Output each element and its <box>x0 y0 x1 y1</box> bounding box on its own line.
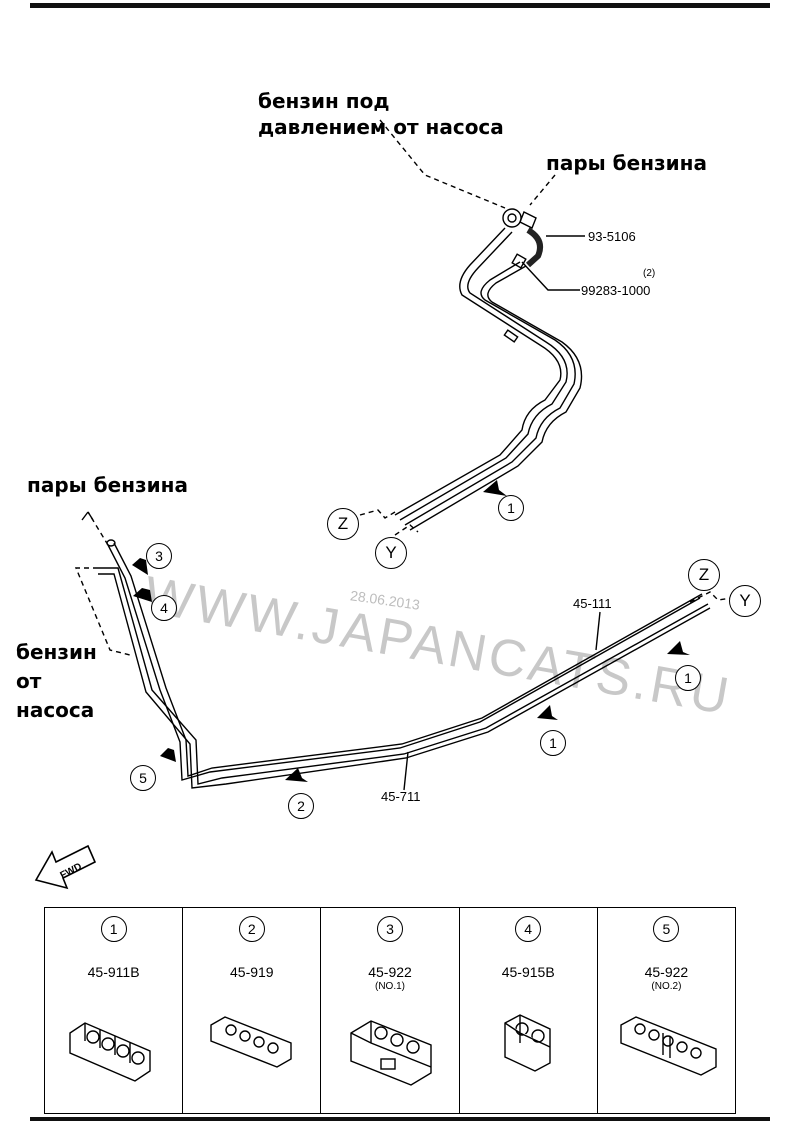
lower-pipe-a <box>107 544 701 781</box>
connector-y-lower: Y <box>729 585 761 617</box>
clip-ref-3: 3 <box>146 543 172 569</box>
clip-45-915b-drawing <box>503 1014 551 1072</box>
clip-arrow-3 <box>132 558 148 575</box>
connector-y-upper: Y <box>375 537 407 569</box>
clip-cell-1-number: 1 <box>100 916 127 942</box>
clip-cell-2-number: 2 <box>238 916 265 942</box>
connector-z-lower: Z <box>688 559 720 591</box>
part-number-99283-1000: 99283-1000 <box>581 283 651 298</box>
vapor-fitting <box>519 211 537 229</box>
pressure-line-label: бензин под давлением от насоса <box>258 88 504 140</box>
connector-z-upper: Z <box>327 508 359 540</box>
top-rule <box>30 3 770 8</box>
pipe-joint <box>503 329 519 343</box>
clip-ref-1-upper: 1 <box>498 495 524 521</box>
lower-pipe-c <box>98 567 709 785</box>
clip-cell-1-part: 45-911B <box>87 964 140 980</box>
part-qty: (2) <box>643 268 656 279</box>
clip-cell-2-part: 45-919 <box>230 964 274 980</box>
pressure-line-label-2: давлением от насоса <box>258 115 504 139</box>
clip-cell-5-part: 45-922 <box>644 964 689 980</box>
clip-45-922-no1-drawing <box>350 1020 433 1086</box>
upper-pipe-b <box>399 231 568 521</box>
clip-arrow-4 <box>133 588 152 602</box>
part-number-45-711: 45-711 <box>381 789 421 804</box>
part-number-45-111: 45-111 <box>573 596 612 611</box>
vapor-top-label: пары бензина <box>546 151 707 175</box>
pressure-fitting <box>502 208 522 228</box>
clip-cell-3: 3 45-922 (NO.1) <box>321 908 460 1113</box>
upper-pipe-a <box>394 227 562 516</box>
fuel-line-diagram: FWD <box>34 119 733 890</box>
clip-45-922-no2-drawing <box>620 1016 717 1076</box>
lower-pipe-d <box>98 573 711 789</box>
clip-ref-2: 2 <box>288 793 314 819</box>
clip-ref-4: 4 <box>151 595 177 621</box>
vapor-left-label: пары бензина <box>27 473 188 497</box>
clip-45-919-drawing <box>210 1016 292 1068</box>
lower-pipe-b <box>113 542 703 777</box>
clip-arrow-2 <box>285 768 308 782</box>
fuel-from-pump-label: бензин от насоса <box>16 638 97 725</box>
clip-cell-4-number: 4 <box>515 916 542 942</box>
clip-cell-3-note: (NO.1) <box>375 981 405 992</box>
clip-cell-5: 5 45-922 (NO.2) <box>598 908 735 1113</box>
clip-arrow-1-upper <box>483 480 507 496</box>
hose <box>525 227 543 268</box>
clip-cell-2: 2 45-919 <box>183 908 322 1113</box>
part-number-93-5106: 93-5106 <box>588 229 636 244</box>
clip-arrow-5 <box>160 748 176 762</box>
clip-cell-4-part: 45-915B <box>501 964 555 980</box>
fuel-from-pump-3: насоса <box>16 698 95 722</box>
fwd-arrow <box>34 844 97 890</box>
clip-cell-5-number: 5 <box>653 916 680 942</box>
clip-cell-3-number: 3 <box>377 916 403 942</box>
clip-cell-4: 4 45-915B <box>460 908 598 1113</box>
clip-arrow-1-lower <box>537 705 558 720</box>
clip-cell-5-note: (NO.2) <box>651 981 682 992</box>
clip-cell-1: 1 45-911B <box>45 908 184 1113</box>
fuel-from-pump-2: от <box>16 669 42 693</box>
clip-45-911b-drawing <box>69 1022 151 1082</box>
clip-arrow-1-right <box>667 641 690 655</box>
clip-cell-3-part: 45-922 <box>368 964 412 980</box>
upper-pipe-d <box>409 265 583 531</box>
clip-ref-1-lower: 1 <box>540 730 566 756</box>
bottom-rule <box>30 1117 770 1121</box>
upper-pipe-c <box>404 261 576 526</box>
pressure-line-label-1: бензин под <box>258 89 390 113</box>
fuel-from-pump-1: бензин <box>16 640 97 664</box>
clip-ref-1-right: 1 <box>675 665 701 691</box>
clip-ref-5: 5 <box>130 765 156 791</box>
clips-table: 1 45-911B 2 45-919 3 45-922 (NO.1) <box>44 907 736 1114</box>
